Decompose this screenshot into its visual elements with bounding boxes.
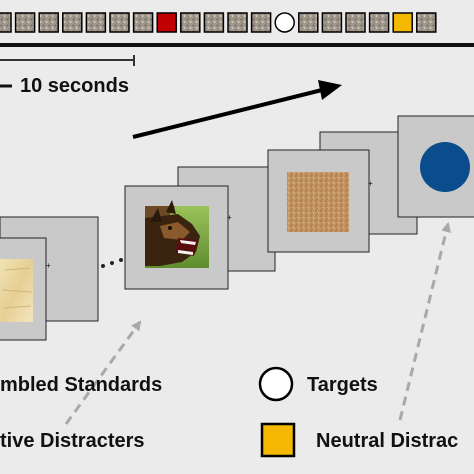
timeline-standard-marker (416, 12, 437, 33)
dog-photo-image (145, 200, 209, 268)
timeline-standard-marker (345, 12, 366, 33)
timeline-standard-marker (368, 12, 390, 33)
stimulus-group-1 (0, 216, 99, 341)
timeline-standard-marker (109, 12, 130, 33)
timeline-standard-marker (298, 12, 319, 33)
timeline-standard-marker (132, 12, 154, 33)
stimulus-timeline-strip (0, 12, 437, 33)
fixation-cross: + (46, 261, 51, 270)
interval-label: 10 seconds (20, 75, 129, 97)
timeline-negative-marker (156, 12, 177, 33)
legend-targets-label: Targets (307, 374, 378, 396)
sequence-ellipsis-dot (101, 264, 105, 268)
sequence-ellipsis-dot (119, 258, 123, 262)
timeline-standard-marker (180, 12, 201, 33)
legend-standards-label: mbled Standards (0, 374, 163, 396)
pointer-arrow-standards (64, 320, 142, 425)
legend-negative-label: tive Distracters (0, 430, 145, 452)
timeline-standard-marker (321, 12, 343, 33)
timeline-neutral-marker (392, 12, 413, 33)
target-circle-image (420, 142, 470, 192)
sequence-ellipsis-dot (110, 261, 114, 265)
pointer-arrow-targets (398, 222, 451, 421)
timeline-standard-marker (85, 12, 107, 33)
cork-texture-image (287, 172, 349, 232)
timeline-standard-marker (250, 12, 272, 33)
legend-target-marker (258, 366, 294, 402)
time-direction-arrow (132, 80, 342, 139)
stimulus-group-4 (397, 115, 474, 218)
fixation-cross: + (227, 213, 232, 222)
timeline-standard-marker (62, 12, 83, 33)
timeline-standard-marker (203, 12, 225, 33)
fixation-cross: + (368, 179, 373, 188)
timeline-standard-marker (227, 12, 248, 33)
legend-neutral-marker (260, 422, 296, 458)
timeline-standard-marker (14, 12, 36, 33)
timeline-target-marker (274, 12, 295, 33)
stimulus-group-3 (267, 131, 418, 253)
timeline-standard-marker (38, 12, 59, 33)
stimulus-group-2 (124, 166, 276, 290)
legend-neutral-label: Neutral Distrac (316, 430, 459, 452)
timeline-standard-marker (0, 12, 12, 33)
